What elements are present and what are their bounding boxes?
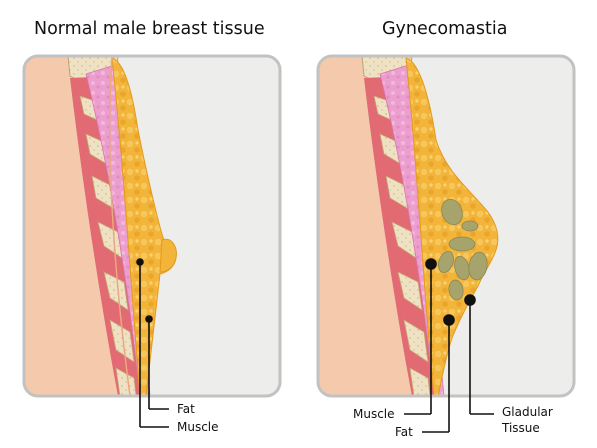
gyno-fat-label: Fat — [395, 425, 413, 439]
gynecomastia-panel-frame — [316, 54, 576, 398]
normal-leaders — [136, 258, 169, 428]
gyno-muscle-label: Muscle — [353, 407, 395, 421]
gynecomastia-leaders — [404, 258, 494, 433]
normal-tissue-title: Normal male breast tissue — [34, 19, 265, 39]
normal-muscle-label: Muscle — [177, 420, 219, 434]
gyno-glandular-label-line1: Gladular — [502, 405, 553, 419]
gyno-glandular-label-line2: Tissue — [501, 421, 540, 435]
fat-layer — [405, 57, 499, 396]
normal-tissue-panel — [24, 56, 280, 396]
glandular-tissue — [438, 198, 488, 301]
normal-panel-frame — [22, 54, 282, 398]
gynecomastia-title: Gynecomastia — [382, 19, 508, 39]
nipple — [159, 238, 177, 273]
normal-fat-label: Fat — [177, 402, 195, 416]
gynecomastia-panel — [318, 56, 574, 396]
